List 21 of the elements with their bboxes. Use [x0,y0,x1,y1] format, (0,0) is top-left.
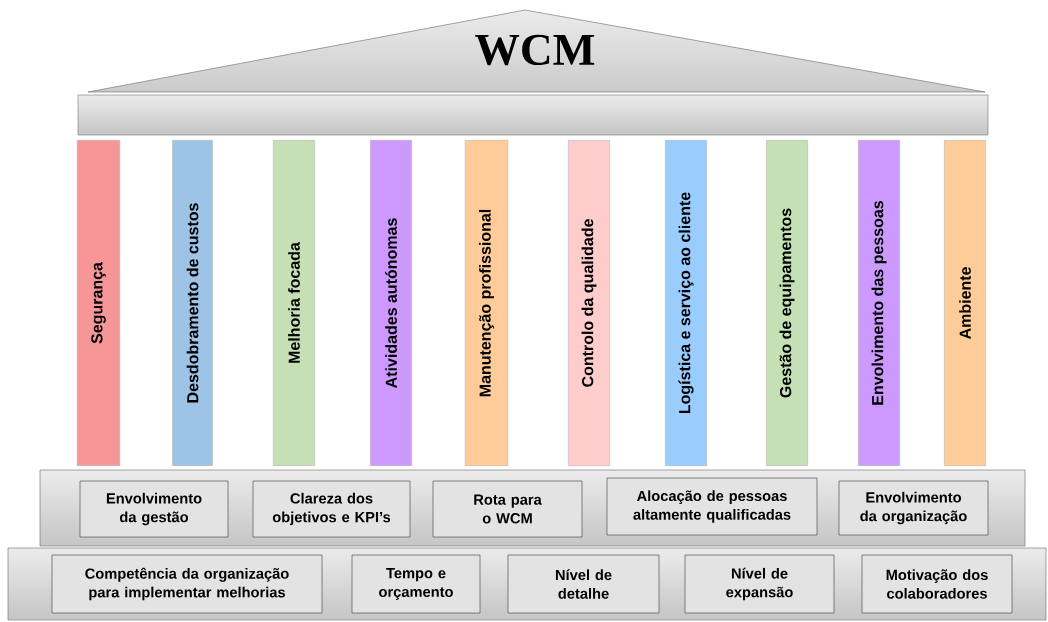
pillar: Gestão de equipamentos [766,140,808,466]
pillar: Envolvimento das pessoas [858,140,900,466]
pillar: Desdobramento de custos [172,140,213,466]
pillar: Manutenção profissional [464,140,509,466]
pillar: Controlo da qualidade [568,140,610,466]
pillar: Atividades autónomas [370,140,412,466]
roof-pediment: WCM [87,9,986,93]
label-box: Alocação de pessoas altamente qualificadas [606,477,818,536]
pillar: Logística e serviço ao cliente [665,140,707,466]
pillar: Segurança [76,140,121,466]
label-box: Motivação dos colaboradores [861,554,1013,614]
label-box: Competência da organização para implementar melhorias [51,554,323,614]
label-box: Clareza dos objetivos e KPI’s [252,480,411,538]
label-box: Tempo e orçamento [351,554,481,614]
label-box: Nível de detalhe [507,554,660,614]
pillar: Ambiente [944,140,986,466]
label-box: Rota para o WCM [432,480,583,538]
label-box: Nível de expansão [684,554,835,614]
label-box: Envolvimento da organização [838,480,989,536]
label-box: Envolvimento da gestão [79,480,229,538]
pillar: Melhoria focada [273,140,315,466]
